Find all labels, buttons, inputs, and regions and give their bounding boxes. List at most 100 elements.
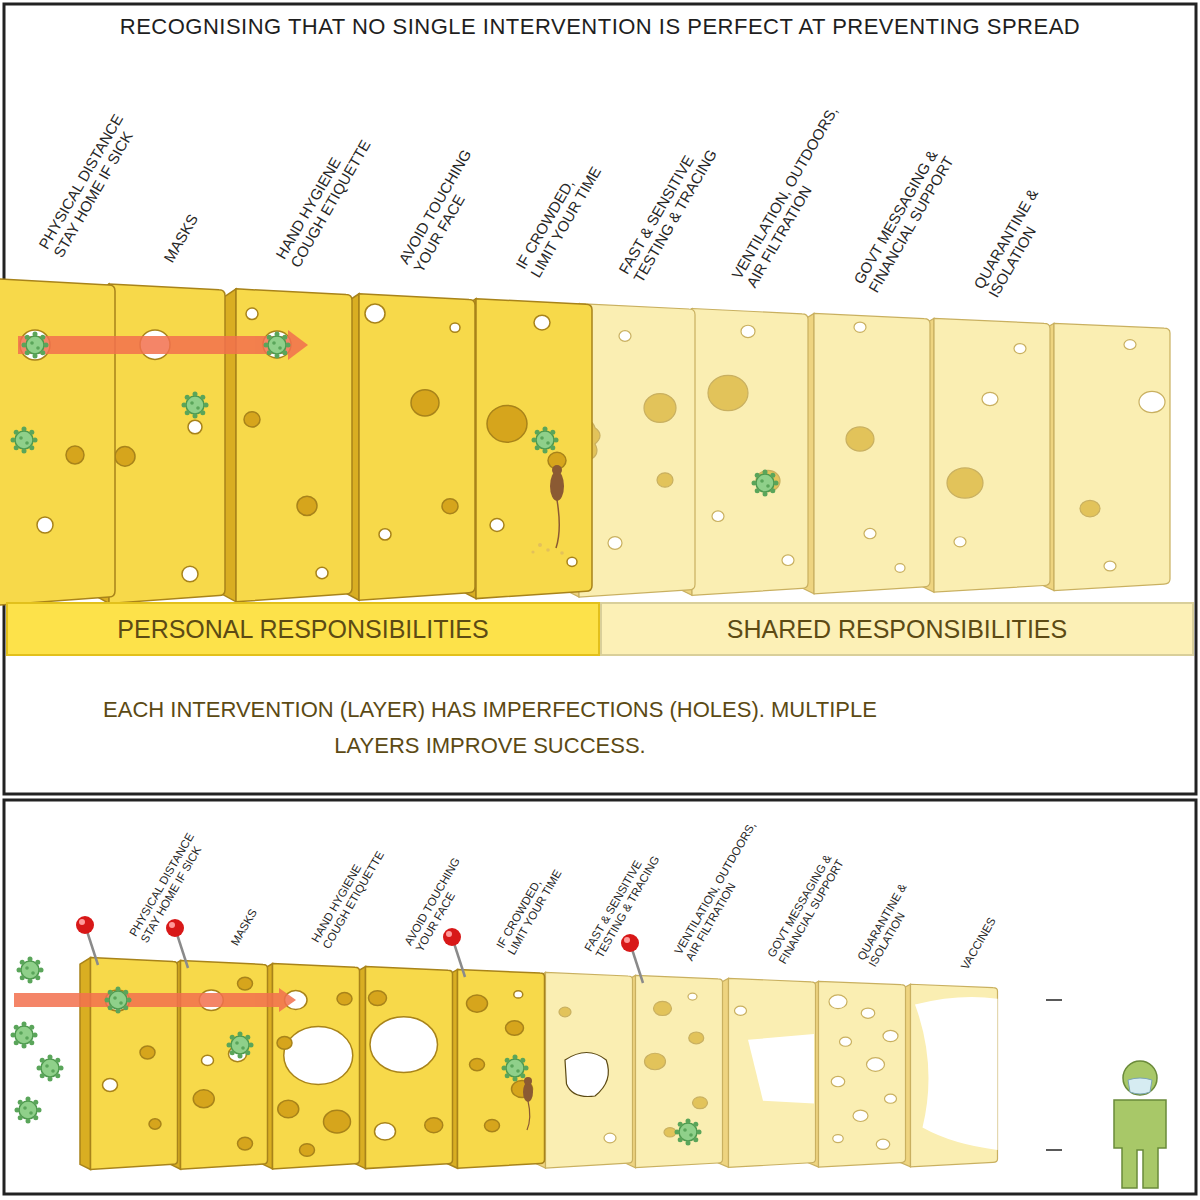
cheese-slice bbox=[425, 1118, 443, 1133]
cheese-slice bbox=[0, 279, 115, 605]
cheese-slice bbox=[644, 394, 676, 423]
cheese-slice bbox=[1040, 323, 1170, 590]
cheese-slice bbox=[645, 1053, 666, 1070]
mouse-figure bbox=[523, 1077, 533, 1130]
cheese-slice bbox=[115, 447, 135, 467]
cheese-slice bbox=[103, 1079, 118, 1092]
cheese-slice bbox=[861, 1008, 875, 1018]
responsibility-band: PERSONAL RESPONSIBILITIES bbox=[6, 602, 600, 656]
virus-icon bbox=[15, 1097, 42, 1124]
cheese-slice bbox=[470, 1059, 485, 1071]
cheese-slice bbox=[379, 529, 391, 540]
cheese-slice bbox=[20, 330, 50, 360]
cheese-slice bbox=[202, 1055, 214, 1065]
cheese-slice bbox=[447, 969, 545, 1168]
cheese-slice bbox=[741, 325, 755, 337]
cheese-slice bbox=[625, 975, 723, 1167]
cheese-slice bbox=[947, 468, 983, 498]
pin-marker bbox=[76, 916, 94, 934]
pin-marker bbox=[443, 928, 461, 946]
person-figure bbox=[1128, 1078, 1152, 1094]
cheese-slice bbox=[238, 1137, 253, 1150]
cheese-slice bbox=[800, 313, 930, 593]
person-figure bbox=[1114, 1061, 1166, 1188]
pin-marker bbox=[446, 931, 452, 937]
cheese-slice bbox=[689, 1032, 704, 1044]
virus-icon bbox=[11, 427, 38, 454]
virus-icon bbox=[17, 957, 44, 984]
cheese-slice bbox=[678, 309, 808, 596]
mouse-figure bbox=[527, 1101, 530, 1130]
cheese-slice bbox=[1040, 323, 1170, 590]
cheese-slice bbox=[664, 1128, 676, 1137]
cheese-slice bbox=[170, 961, 268, 1170]
cheese-slice bbox=[149, 1119, 161, 1129]
cheese-slice bbox=[297, 496, 317, 515]
cheese-slice bbox=[278, 1100, 299, 1118]
cheese-slice bbox=[954, 537, 966, 547]
pin-marker bbox=[166, 919, 188, 968]
cheese-slice bbox=[864, 528, 876, 538]
panel-frame bbox=[4, 800, 1196, 1194]
cheese-slice bbox=[1080, 500, 1100, 516]
cheese-slice bbox=[66, 446, 84, 464]
pin-marker bbox=[621, 934, 643, 983]
mouse-figure bbox=[560, 551, 564, 555]
cheese-slice bbox=[559, 1007, 571, 1017]
cheese-slice bbox=[895, 564, 905, 573]
responsibility-band: SHARED RESPONSIBILITIES bbox=[600, 602, 1194, 656]
pin-marker bbox=[624, 937, 630, 943]
virus-icon bbox=[105, 987, 132, 1014]
cheese-slice bbox=[246, 308, 258, 320]
virus-icon bbox=[37, 1055, 64, 1082]
band-label: SHARED RESPONSIBILITIES bbox=[727, 615, 1067, 644]
cheese-slice bbox=[688, 993, 697, 1000]
cheese-slice bbox=[316, 567, 328, 579]
person-figure bbox=[1123, 1061, 1157, 1095]
mouse-figure bbox=[552, 465, 562, 475]
cheese-slice bbox=[140, 1046, 155, 1059]
virus-icon bbox=[227, 1032, 254, 1059]
cheese-slice bbox=[170, 961, 268, 1170]
virus-icon bbox=[752, 470, 779, 497]
cheese-slice bbox=[712, 511, 724, 522]
cheese-slice bbox=[222, 289, 352, 602]
cheese-slice bbox=[365, 304, 385, 323]
cheese-slice bbox=[654, 1001, 672, 1015]
mouse-figure bbox=[531, 550, 534, 553]
cheese-slice bbox=[853, 1110, 868, 1121]
cheese-slice bbox=[718, 978, 816, 1167]
cheese-slice bbox=[345, 294, 475, 600]
cheese-slice bbox=[920, 318, 1050, 592]
person-figure bbox=[1114, 1100, 1166, 1188]
cheese-slice bbox=[450, 323, 460, 332]
cheese-slice bbox=[506, 1021, 524, 1036]
cheese-slice bbox=[355, 966, 453, 1168]
cheese-slice bbox=[535, 972, 633, 1168]
virus-icon bbox=[22, 332, 49, 359]
cheese-slice bbox=[324, 1110, 351, 1133]
cheese-slice bbox=[885, 1094, 897, 1103]
cheese-slice bbox=[833, 1135, 844, 1143]
panel-frame bbox=[4, 4, 1196, 794]
transmission-arrow bbox=[14, 993, 279, 1007]
cheese-slice bbox=[1014, 344, 1026, 354]
cheese-slice bbox=[277, 1037, 292, 1050]
pin-marker bbox=[76, 916, 98, 965]
cheese-slice bbox=[345, 294, 475, 600]
cheese-slice bbox=[284, 1027, 353, 1085]
mouse-figure bbox=[556, 500, 559, 548]
cheese-slice bbox=[535, 972, 633, 1168]
cheese-slice bbox=[1124, 340, 1136, 350]
cheese-slice bbox=[900, 984, 998, 1167]
cheese-slice bbox=[800, 313, 930, 593]
cheese-slice bbox=[188, 420, 202, 434]
virus-icon bbox=[182, 392, 209, 419]
cheese-slice bbox=[840, 1037, 852, 1046]
cheese-slice bbox=[337, 993, 352, 1006]
pin-marker bbox=[621, 934, 639, 952]
cheese-slice bbox=[411, 390, 439, 416]
cheese-slice bbox=[982, 392, 998, 405]
mouse-figure bbox=[546, 548, 550, 552]
